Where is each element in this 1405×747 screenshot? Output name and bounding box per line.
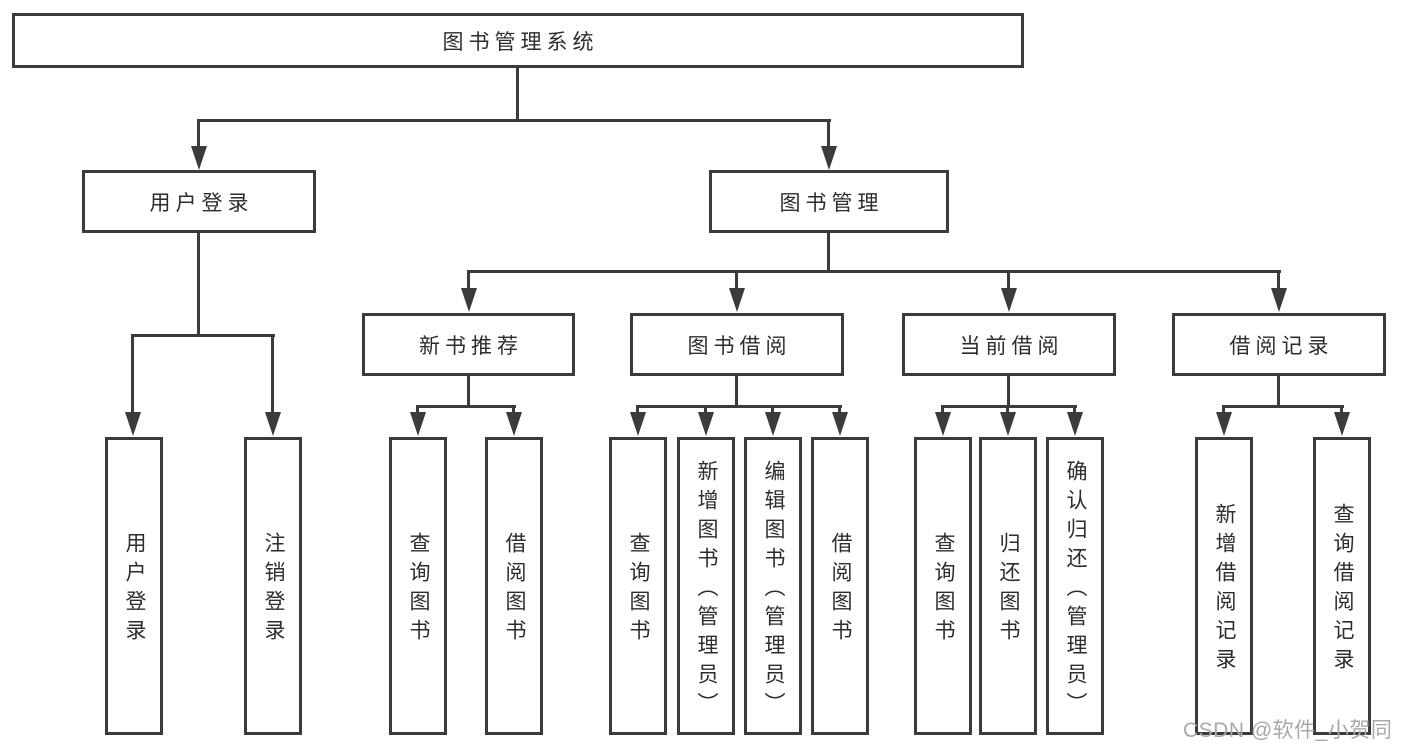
csdn-watermark: CSDN @软件_小贺同学 — [1183, 719, 1393, 742]
arrow-down — [935, 412, 951, 436]
connector-line — [512, 405, 515, 414]
leaf-confirm-return-admin: 确认归还（管理员） — [1046, 437, 1104, 735]
node-label: 图书借阅 — [687, 334, 792, 358]
connector-line — [1277, 373, 1280, 408]
node-label: 确认归还（管理员） — [1064, 459, 1087, 721]
node-label: 借阅图书 — [503, 532, 526, 648]
connector-line — [827, 119, 830, 148]
connector-line — [771, 405, 774, 414]
node-label: 新增图书（管理员） — [695, 459, 718, 721]
connector-line — [1222, 405, 1344, 408]
node-label: 借阅记录 — [1229, 334, 1334, 358]
arrow-down — [729, 288, 745, 312]
connector-line — [131, 334, 134, 414]
connector-line — [735, 270, 738, 290]
connector-line — [636, 405, 842, 408]
arrow-down — [410, 412, 426, 436]
node-library-management-system: 图书管理系统 — [12, 13, 1024, 68]
connector-line — [467, 373, 470, 408]
leaf-add-borrow-record: 新增借阅记录 — [1195, 437, 1253, 735]
connector-line — [467, 270, 1281, 273]
arrow-down — [125, 412, 141, 436]
connector-line — [197, 119, 831, 122]
node-label: 当前借阅 — [959, 334, 1064, 358]
connector-line — [1006, 405, 1009, 414]
leaf-query-books-recommend: 查询图书 — [389, 437, 447, 735]
node-new-book-recommend: 新书推荐 — [362, 313, 575, 376]
node-user-login: 用户登录 — [82, 170, 316, 233]
leaf-edit-book-admin: 编辑图书（管理员） — [744, 437, 802, 735]
leaf-borrow-books-borrow: 借阅图书 — [811, 437, 869, 735]
connector-line — [467, 270, 470, 290]
connector-line — [416, 405, 419, 414]
node-book-borrowing: 图书借阅 — [630, 313, 844, 376]
connector-line — [1277, 270, 1280, 290]
connector-line — [416, 405, 516, 408]
node-label: 用户登录 — [123, 532, 146, 648]
leaf-add-book-admin: 新增图书（管理员） — [677, 437, 735, 735]
node-label: 新书推荐 — [419, 334, 523, 358]
leaf-return-books: 归还图书 — [979, 437, 1037, 735]
arrow-down — [1334, 412, 1350, 436]
leaf-user-login: 用户登录 — [105, 437, 163, 735]
arrow-down — [1000, 412, 1016, 436]
leaf-query-books-borrow: 查询图书 — [609, 437, 667, 735]
connector-line — [1007, 373, 1010, 408]
connector-line — [1340, 405, 1343, 414]
connector-line — [941, 405, 944, 414]
connector-line — [197, 119, 200, 148]
node-book-management: 图书管理 — [709, 170, 949, 233]
arrow-down — [698, 412, 714, 436]
connector-line — [516, 68, 519, 120]
node-current-borrowing: 当前借阅 — [902, 313, 1116, 376]
arrow-down — [506, 412, 522, 436]
node-label: 新增借阅记录 — [1213, 503, 1236, 677]
node-label: 注销登录 — [262, 532, 285, 648]
arrow-down — [1067, 412, 1083, 436]
connector-line — [131, 334, 275, 337]
connector-line — [1007, 270, 1010, 290]
node-label: 图书管理 — [779, 191, 884, 215]
arrow-down — [630, 412, 646, 436]
connector-line — [735, 373, 738, 408]
arrow-down — [832, 412, 848, 436]
node-label: 归还图书 — [997, 532, 1020, 648]
connector-line — [941, 405, 1077, 408]
connector-line — [197, 231, 200, 337]
leaf-query-borrow-record: 查询借阅记录 — [1313, 437, 1371, 735]
arrow-down — [1216, 412, 1232, 436]
arrow-down — [1001, 288, 1017, 312]
connector-line — [636, 405, 639, 414]
arrow-down — [821, 146, 837, 170]
leaf-borrow-books-recommend: 借阅图书 — [485, 437, 543, 735]
connector-line — [1222, 405, 1225, 414]
arrow-down — [265, 412, 281, 436]
node-label: 用户登录 — [149, 191, 254, 215]
arrow-down — [1271, 288, 1287, 312]
connector-line — [827, 231, 830, 273]
node-label: 查询图书 — [932, 532, 955, 648]
connector-line — [838, 405, 841, 414]
arrow-down — [461, 288, 477, 312]
node-label: 编辑图书（管理员） — [762, 459, 785, 721]
arrow-down — [765, 412, 781, 436]
connector-line — [704, 405, 707, 414]
leaf-query-books-current: 查询图书 — [914, 437, 972, 735]
leaf-logout: 注销登录 — [244, 437, 302, 735]
node-label: 借阅图书 — [829, 532, 852, 648]
node-label: 查询图书 — [627, 532, 650, 648]
node-label: 查询图书 — [407, 532, 430, 648]
arrow-down — [191, 146, 207, 170]
node-label: 图书管理系统 — [442, 30, 599, 54]
node-label: 查询借阅记录 — [1331, 503, 1354, 677]
connector-line — [1073, 405, 1076, 414]
connector-line — [271, 334, 274, 414]
node-borrowing-records: 借阅记录 — [1172, 313, 1386, 376]
